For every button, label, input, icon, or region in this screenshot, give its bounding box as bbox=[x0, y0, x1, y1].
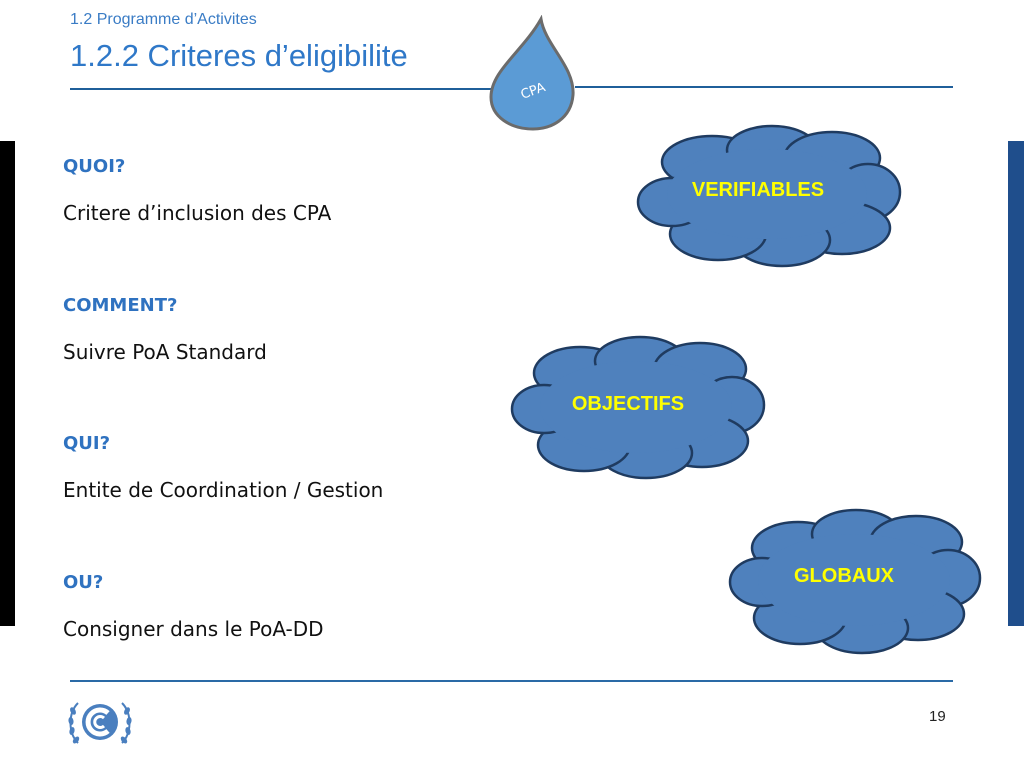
right-side-bar bbox=[1008, 141, 1024, 626]
question-qui: QUI? bbox=[63, 433, 111, 454]
unfccc-logo-icon bbox=[68, 702, 132, 744]
answer-qui: Entite de Coordination / Gestion bbox=[63, 478, 384, 502]
page-title: 1.2.2 Criteres d’eligibilite bbox=[70, 38, 408, 73]
section-subtitle: 1.2 Programme d’Activites bbox=[70, 11, 257, 28]
cloud-shape-globaux bbox=[728, 508, 982, 655]
cloud-shape-objectifs bbox=[510, 335, 766, 480]
question-quoi: QUOI? bbox=[63, 156, 126, 177]
answer-comment: Suivre PoA Standard bbox=[63, 340, 267, 364]
water-drop-icon: CPA bbox=[489, 15, 575, 131]
page-number: 19 bbox=[929, 708, 946, 725]
left-side-bar bbox=[0, 141, 15, 626]
cloud-shape-verifiables bbox=[636, 124, 902, 268]
cloud-label-verifiables: VERIFIABLES bbox=[691, 179, 825, 201]
question-comment: COMMENT? bbox=[63, 295, 178, 316]
header-rule-right bbox=[575, 86, 953, 88]
question-ou: OU? bbox=[63, 572, 104, 593]
footer-rule bbox=[70, 680, 953, 682]
cloud-label-objectifs: OBJECTIFS bbox=[571, 393, 685, 415]
answer-quoi: Critere d’inclusion des CPA bbox=[63, 201, 332, 225]
answer-ou: Consigner dans le PoA-DD bbox=[63, 617, 324, 641]
header-rule-left bbox=[70, 88, 500, 90]
cloud-label-globaux: GLOBAUX bbox=[794, 565, 894, 587]
